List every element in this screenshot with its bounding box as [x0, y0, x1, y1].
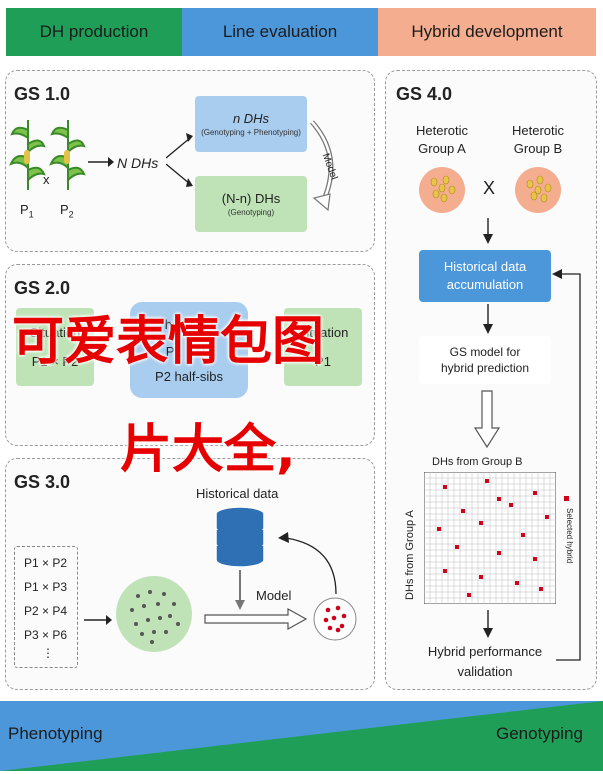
gs4-cross-symbol: X	[483, 178, 496, 198]
hist-accumulation-text: Historical data accumulation	[443, 259, 527, 292]
selected-hybrid-marker	[564, 496, 569, 501]
selected-hybrid-cell	[533, 491, 537, 495]
hollow-arrow-gs3	[204, 608, 308, 630]
seed-circle-a-icon	[419, 167, 465, 213]
cross-item: P2 × P4	[24, 604, 68, 618]
tab-label: Line evaluation	[222, 22, 338, 41]
tab-hybrid-development[interactable]: Hybrid development	[378, 8, 596, 56]
cross-item: P1 × P2	[24, 556, 68, 570]
box-nn-dhs: (N-n) DHs (Genotyping)	[195, 176, 307, 232]
arrow-down-gs4-1	[483, 218, 493, 244]
gs2-mid-mid: P1 × P2	[165, 343, 213, 359]
selected-hybrid-cell	[545, 515, 549, 519]
gs2-left-box: Situation P1 × P2	[16, 308, 94, 386]
arrow-down-gs4-2	[483, 304, 493, 334]
overlay-title-line1: 可爱表情包图	[12, 312, 325, 372]
parent-1-label: P1	[20, 202, 34, 220]
parent-1-sub: 1	[28, 209, 34, 220]
overlay-title-line2: 片大全,	[120, 420, 296, 480]
cross-item: P1 × P3	[24, 580, 68, 594]
tab-label: DH production	[39, 22, 149, 41]
model-label-gs3: Model	[256, 588, 292, 603]
selected-hybrid-cell	[443, 485, 447, 489]
arrow-to-population	[84, 615, 112, 625]
selected-hybrid-cell	[455, 545, 459, 549]
gs2-right-sub: P1	[315, 354, 331, 369]
box-n-dhs: n DHs (Genotyping + Phenotyping)	[195, 96, 307, 152]
stage-tab-bar: DH production Line evaluation Hybrid dev…	[6, 8, 596, 56]
selected-hybrid-cell	[467, 593, 471, 597]
ndh-label: N DHs	[117, 155, 159, 171]
hollow-arrow-down-gs4	[474, 390, 500, 448]
cross-item: ⋮	[42, 646, 54, 660]
database-icon	[215, 506, 265, 568]
selected-hybrid-cell	[443, 569, 447, 573]
group-b-label: Heterotic Group B	[511, 123, 565, 156]
split-arrows	[166, 133, 193, 187]
phenotyping-label: Phenotyping	[8, 724, 103, 743]
hybrid-grid	[424, 472, 556, 604]
parent-2-text: P	[60, 202, 69, 217]
selected-hybrid-cell	[479, 521, 483, 525]
tab-line-evaluation[interactable]: Line evaluation	[182, 8, 378, 56]
population-circle-icon	[116, 576, 192, 652]
cross-symbol: x	[43, 172, 50, 187]
parent-2-label: P2	[60, 202, 74, 220]
box-nn-dhs-sub: (Genotyping)	[227, 208, 275, 217]
gs2-right-title: Situation	[297, 325, 349, 340]
tab-label: Hybrid development	[411, 22, 563, 41]
parent-2-sub: 2	[68, 209, 74, 220]
arrow-down-gs3	[235, 570, 245, 610]
hist-accumulation-box: Historical data accumulation	[419, 250, 551, 302]
feedback-loop-gs4	[552, 269, 581, 661]
selected-hybrid-cell	[521, 533, 525, 537]
pheno-geno-bar	[0, 701, 603, 771]
gs2-left-title: Situation	[29, 325, 81, 340]
gs3-title: GS 3.0	[14, 472, 71, 492]
panel-gs3	[5, 458, 375, 690]
gs2-title: GS 2.0	[14, 278, 71, 298]
selected-hybrid-cell	[497, 551, 501, 555]
grid-top-label: DHs from Group B	[432, 456, 523, 468]
historical-data-label: Historical data	[196, 486, 279, 501]
cross-item: P3 × P6	[24, 628, 68, 642]
seed-circle-b-icon	[515, 167, 561, 213]
box-nn-dhs-title: (N-n) DHs	[221, 191, 281, 206]
selected-hybrid-cell	[509, 503, 513, 507]
selected-hybrid-cell	[497, 497, 501, 501]
selected-hybrid-cell	[515, 581, 519, 585]
gs4-title: GS 4.0	[396, 84, 453, 104]
selected-hybrid-cell	[533, 557, 537, 561]
box-n-dhs-title: n DHs	[232, 111, 270, 126]
feedback-arrow-gs3	[278, 532, 337, 595]
selected-circle-icon	[313, 597, 357, 641]
gs2-mid-bottom: P2 half-sibs	[155, 368, 223, 384]
gs2-mid-top: half-sibs	[164, 316, 214, 332]
selected-hybrid-cell	[437, 527, 441, 531]
gs-model-text: GS model for hybrid prediction	[440, 345, 530, 375]
parent-1-text: P	[20, 202, 29, 217]
gs2-right-box: Situation P1	[284, 308, 362, 386]
genotyping-label: Genotyping	[496, 724, 583, 743]
gs1-title: GS 1.0	[14, 84, 71, 104]
group-a-label: Heterotic Group A	[415, 123, 469, 156]
grid-left-label: DHs from Group A	[404, 510, 416, 600]
selected-hybrid-cell	[485, 479, 489, 483]
cross-list-box	[14, 546, 78, 668]
corn-plants-icon	[9, 120, 86, 190]
hybrid-performance-label: Hybrid performance validation	[427, 644, 543, 679]
arrow-to-ndh	[88, 157, 114, 167]
gs2-left-sub: P1 × P2	[31, 354, 79, 369]
model-curve-arrow	[310, 120, 334, 212]
gs-model-box: GS model for hybrid prediction	[419, 336, 551, 384]
arrow-down-gs4-3	[483, 610, 493, 638]
selected-hybrid-cell	[539, 587, 543, 591]
gs2-mid-box: half-sibs P1 × P2 P2 half-sibs	[130, 302, 248, 398]
selected-hybrid-cell	[461, 509, 465, 513]
box-n-dhs-sub: (Genotyping + Phenotyping)	[201, 128, 301, 137]
tab-dh-production[interactable]: DH production	[6, 8, 182, 56]
selected-hybrid-cell	[479, 575, 483, 579]
